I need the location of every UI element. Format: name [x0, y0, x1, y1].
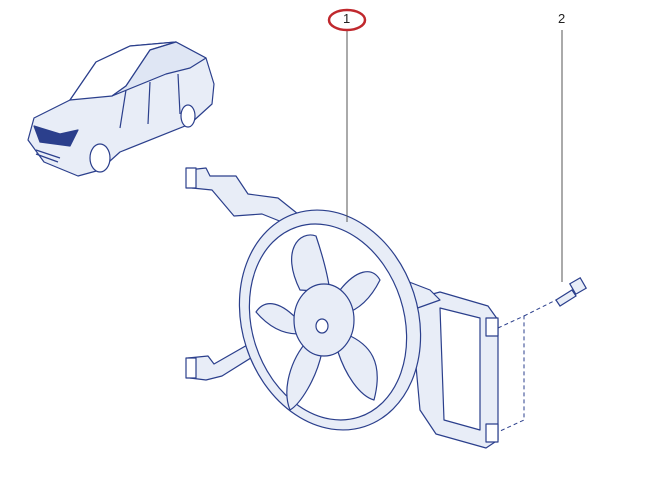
- bolt-illustration: [555, 276, 588, 307]
- callout-1[interactable]: 1: [343, 11, 351, 26]
- vehicle-illustration: [27, 41, 215, 177]
- cooling-fan: [238, 209, 422, 431]
- alignment-lines: [497, 299, 557, 433]
- callout-2[interactable]: 2: [558, 11, 566, 26]
- callout-1-highlight: [327, 8, 367, 32]
